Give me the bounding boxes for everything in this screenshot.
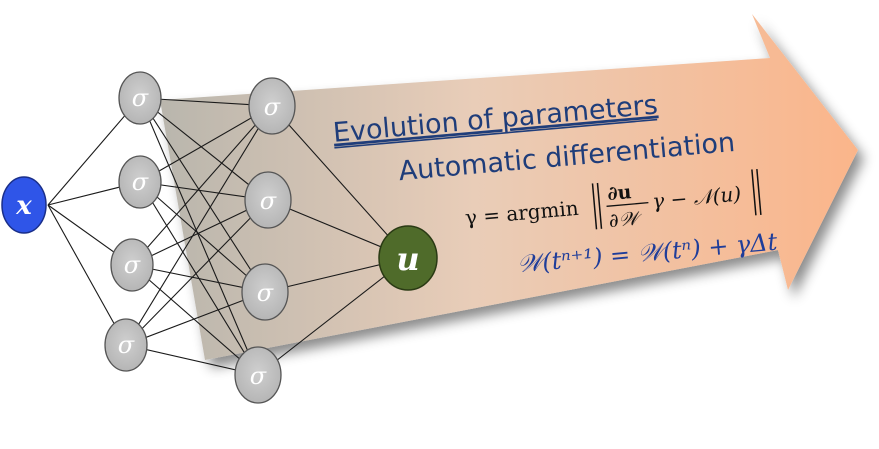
activation-label: σ [257, 279, 274, 307]
gamma-denominator: ∂𝒲 [608, 207, 644, 232]
activation-label: σ [250, 362, 267, 390]
input-node-label: x [15, 191, 32, 221]
activation-label: σ [264, 93, 281, 121]
hidden-node: σ [234, 346, 282, 404]
hidden-layer-1: σ σ σ σ [104, 71, 162, 372]
gamma-numerator: ∂u [607, 181, 633, 205]
input-node: x [1, 176, 47, 234]
hidden-node: σ [118, 71, 162, 125]
output-node: u [378, 225, 438, 291]
parameter-evolution-arrow [160, 14, 858, 360]
hidden-node: σ [118, 155, 162, 209]
hidden-layer-2: σ σ σ σ [234, 77, 296, 404]
hidden-node: σ [241, 263, 289, 321]
activation-label: σ [132, 84, 149, 112]
activation-label: σ [132, 168, 149, 196]
activation-label: σ [260, 187, 277, 215]
output-node-label: u [396, 240, 419, 278]
hidden-node: σ [104, 318, 148, 372]
hidden-node: σ [110, 238, 154, 292]
activation-label: σ [118, 331, 135, 359]
activation-label: σ [124, 251, 141, 279]
network-connections [47, 97, 409, 376]
hidden-node: σ [248, 77, 296, 135]
hidden-node: σ [244, 171, 292, 229]
